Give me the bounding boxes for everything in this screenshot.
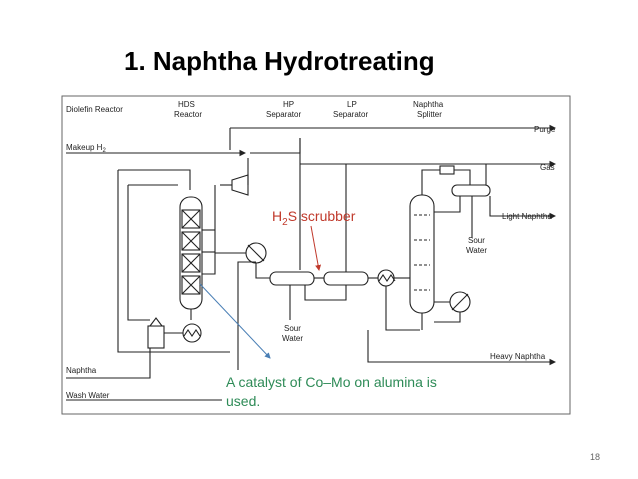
air-cooler-blade [247,244,265,262]
label-lp-separator-1: LP [347,100,357,109]
hp-separator [269,271,315,286]
catalyst-note-bg [222,370,522,412]
diolefin-reactor [147,325,165,349]
stream-gas: Gas [540,163,555,172]
line-reactor-quench-3 [202,185,216,275]
stream-sour-water-bottom-2: Water [282,334,303,343]
stream-naphtha: Naphtha [66,366,97,375]
label-diolefin-reactor: Diolefin Reactor [66,105,123,114]
line-wash-water [66,261,256,401]
stream-purge: Purge [534,125,556,134]
line-splitter-bottoms-return [385,286,420,331]
line-reactor-loop-top [118,169,191,190]
label-hp-separator-1: HP [283,100,294,109]
overhead-condenser [439,165,455,175]
label-hp-separator-2: Separator [266,110,301,119]
line-naphtha-feed [66,348,151,379]
label-naphtha-splitter-1: Naphtha [413,100,444,109]
line-splitter-overhead [421,169,440,195]
stream-sour-water-bottom-1: Sour [284,324,301,333]
label-lp-separator-2: Separator [333,110,368,119]
annotation-catalyst-line1: A catalyst of Co–Mo on alumina is [226,374,437,390]
line-condenser-out [454,169,471,185]
hds-catalyst-beds [181,209,201,295]
splitter-trays [414,214,430,291]
line-light-naphtha [489,196,557,220]
stream-heavy-naphtha: Heavy Naphtha [490,352,546,361]
annotation-h2s-scrubber: H2S scrubber [272,208,356,228]
label-hds-reactor-2: Reactor [174,110,202,119]
diolefin-reactor-top [148,317,164,327]
lp-separator [323,271,369,286]
stream-sour-water-top-1: Sour [468,236,485,245]
label-naphtha-splitter-2: Splitter [417,110,442,119]
annotation-catalyst-line2: used. [226,393,260,409]
naphtha-splitter [409,194,435,314]
line-reboiler-loop [434,301,461,323]
line-to-hp-sep [255,263,270,279]
slide-title: 1. Naphtha Hydrotreating [124,46,435,76]
recycle-compressor [231,174,249,196]
splitter-exchanger-zigzag [378,274,396,282]
exchanger-zigzag [183,329,201,337]
line-reactor-loop [117,170,230,353]
line-heavy-naphtha [367,330,557,366]
catalyst-pointer-arrow [199,283,271,359]
reflux-drum [451,184,491,197]
h2s-pointer-arrow [310,225,322,271]
stream-sour-water-top-2: Water [466,246,487,255]
line-reactor-loop-inner [127,185,150,321]
stream-makeup-h2: Makeup H2 [66,143,106,154]
reboiler-blade [451,293,469,311]
line-reflux [434,196,461,213]
line-lp-bottom [304,285,347,301]
page-number: 18 [590,452,601,462]
label-hds-reactor-1: HDS [178,100,195,109]
stream-wash-water: Wash Water [66,391,110,400]
